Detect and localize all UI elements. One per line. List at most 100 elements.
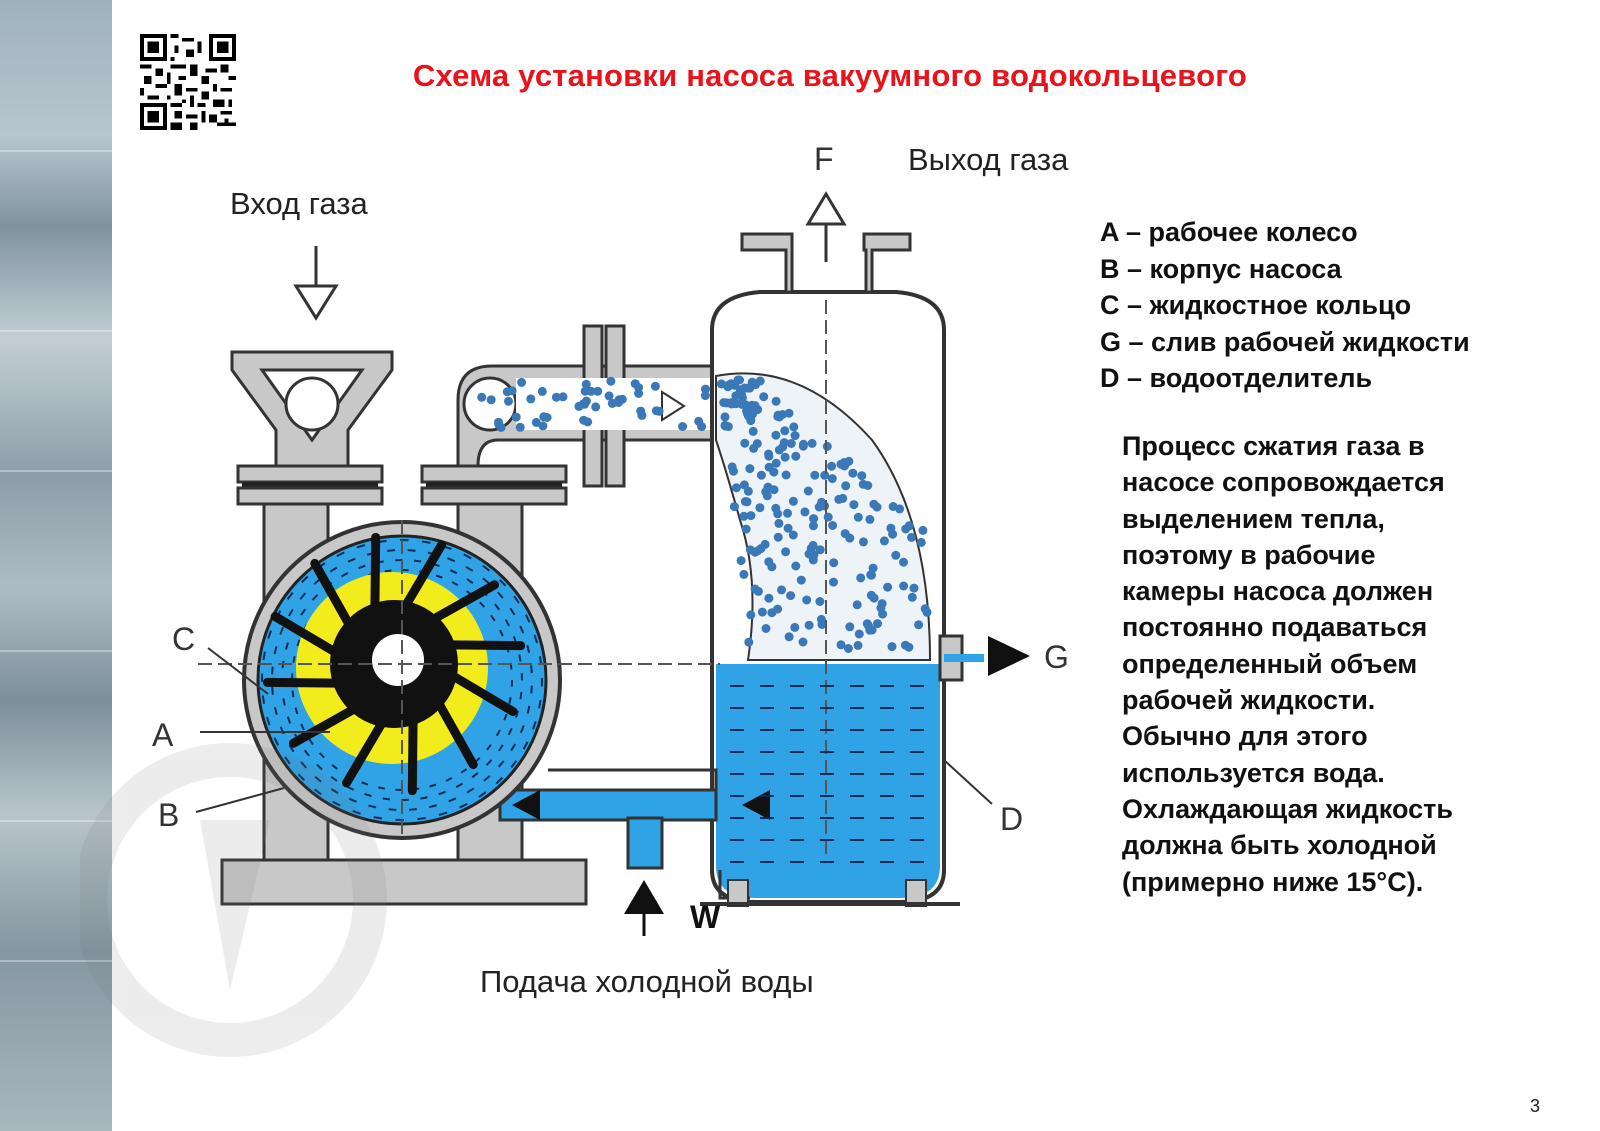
gas-bubble [904,642,914,652]
legend-item-c: C – жидкостное кольцо [1100,290,1412,320]
ring-dash [490,614,496,622]
ring-dash [373,816,383,820]
impeller-blade [434,699,478,770]
ring-dash [284,756,291,765]
ring-dash [498,578,507,587]
impeller-blade [446,640,526,651]
legend: A – рабочее колесо B – корпус насоса C –… [1100,214,1470,397]
ring-dash [435,574,443,579]
gas-bubble [791,561,801,571]
gas-bubble [746,511,756,521]
ring-dash [438,790,446,796]
marker-F: F [814,141,834,177]
gas-bubbles [477,375,932,653]
gas-bubble [764,462,774,472]
gas-bubble [741,524,751,534]
marker-D: D [1000,801,1023,837]
ring-dash [421,540,431,544]
gas-bubble [742,497,752,507]
gas-bubble [856,573,866,583]
gas-bubble [581,396,591,406]
ring-dash [471,772,479,779]
ring-dash [510,743,517,752]
ring-dash [507,727,513,736]
gas-bubble [515,422,525,432]
gas-bubble [865,514,875,524]
ring-dash [318,752,325,759]
gas-bubble [750,401,760,411]
ring-dash [271,686,274,695]
gas-bubble [873,619,882,629]
ring-dash [483,775,491,782]
return-arrow-icon-2 [512,790,540,820]
ring-dash [300,575,309,584]
ring-dash [382,797,391,801]
gas-bubble [815,597,825,606]
gas-bubble [918,525,928,535]
ring-dash [347,557,356,563]
gas-bubble [779,438,789,448]
ring-dash [291,690,295,698]
ring-dash [465,565,474,572]
impeller-shaft [372,634,424,686]
marker-W: W [690,899,721,935]
gas-bubble [796,575,806,585]
ring-dash [284,642,289,650]
ring-dash [526,705,531,714]
gas-bubble [755,376,765,386]
process-description: Процесс сжатия газа в насосе сопровождае… [1122,431,1453,897]
decorative-photo-strip [0,0,112,1131]
gas-bubble [854,629,864,639]
gas-bubble [828,521,838,530]
ring-dash [429,783,437,788]
gas-bubble [916,537,926,547]
marker-A: A [152,717,174,753]
gas-bubble [840,461,849,471]
ring-dash [356,544,366,549]
gas-bubble [783,523,793,533]
gas-bubble [593,386,603,396]
gas-bubble [829,558,839,568]
ring-dash [532,721,537,730]
ring-dash [286,591,294,600]
gas-bubble [591,402,601,412]
gas-bubble [907,592,917,602]
ring-dash [296,639,301,647]
gas-bubble [808,521,818,531]
ring-dash [451,581,459,587]
ring-dash [346,785,355,791]
gas-bubble [786,591,796,601]
gas-bubble [486,395,496,405]
ring-dash [479,601,486,608]
impeller-blade [270,612,340,657]
gas-bubble [771,396,781,406]
gas-bubble [802,595,812,605]
ring-dash [518,654,522,662]
ring-dash [341,572,349,578]
gas-bubble [788,496,798,506]
ring-dash [303,749,310,757]
gas-bubble [866,570,876,580]
page-number: 3 [1530,1096,1541,1116]
gas-bubble [743,383,753,393]
gas-bubble [827,474,837,484]
gas-bubble [746,610,756,620]
marker-B: B [158,797,179,833]
gas-bubble [759,392,769,402]
impeller-blade [448,671,518,716]
marker-G: G [1044,639,1069,675]
gas-bubble [517,377,527,387]
legend-item-g: G – слив рабочей жидкости [1100,326,1470,357]
gas-bubble [651,406,661,416]
gas-bubble [783,508,792,518]
gas-bubble [815,545,825,555]
ring-dash [498,744,504,752]
gas-bubble [790,622,800,632]
gas-bubble [895,504,905,514]
impeller-blade [407,716,418,796]
gas-bubble [800,507,810,517]
ring-dash [261,695,266,704]
ring-dash [352,810,361,815]
gas-bubble [843,644,853,653]
legend-item-d: D – водоотделитель [1100,363,1373,393]
